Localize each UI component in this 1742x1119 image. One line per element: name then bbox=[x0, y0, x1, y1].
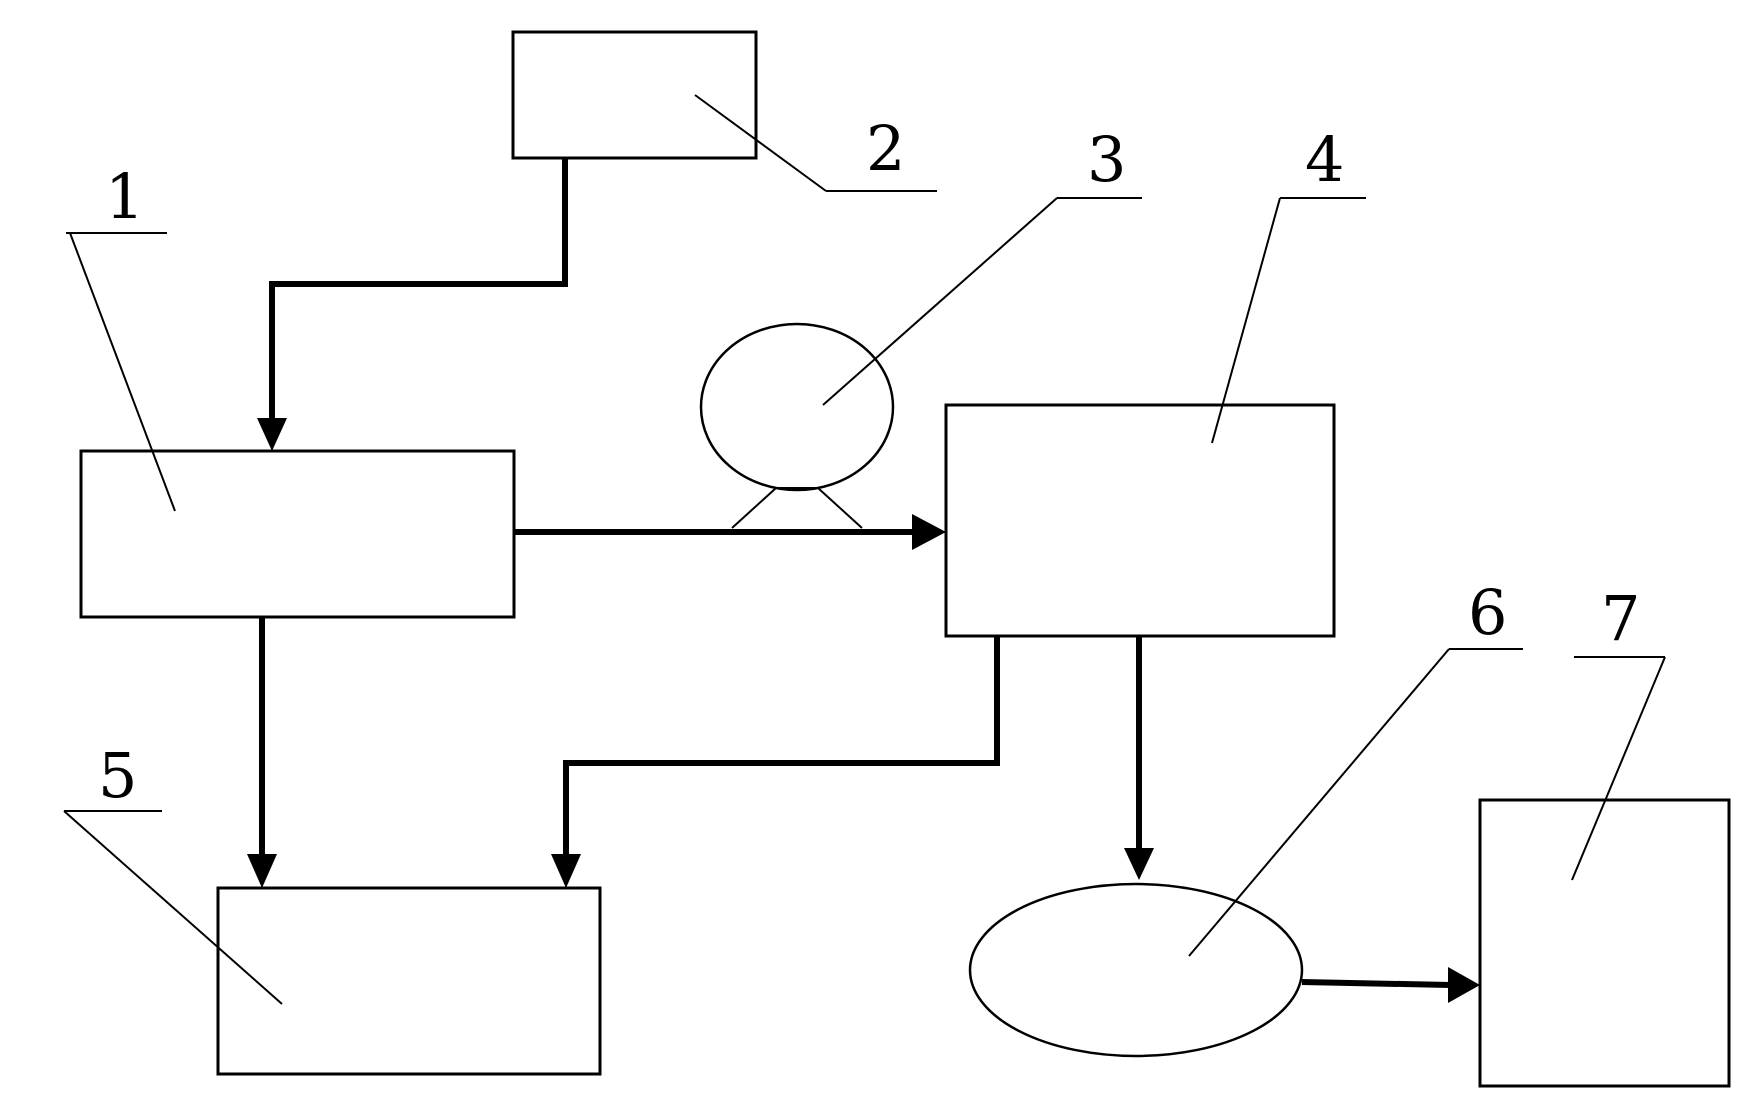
arrowhead-4-to-6 bbox=[1124, 848, 1154, 880]
component-2-box bbox=[511, 30, 758, 160]
component-6-ellipse bbox=[968, 882, 1304, 1058]
label-3: 3 bbox=[1087, 123, 1126, 196]
label-4: 4 bbox=[1305, 123, 1344, 196]
label-6: 6 bbox=[1468, 576, 1507, 649]
component-4-box bbox=[944, 403, 1336, 638]
leader-1 bbox=[66, 232, 176, 512]
flow-4-to-5 bbox=[563, 636, 1000, 858]
component-3-circle bbox=[699, 322, 895, 492]
flow-2-to-1 bbox=[269, 158, 568, 422]
component-5-box bbox=[216, 886, 602, 1076]
label-1: 1 bbox=[105, 160, 144, 233]
leader-2 bbox=[694, 94, 937, 192]
component-1-box bbox=[79, 449, 516, 619]
component-3-device bbox=[699, 322, 895, 529]
arrowhead-6-to-7 bbox=[1448, 967, 1480, 1003]
leader-5 bbox=[63, 810, 283, 1005]
leader-6 bbox=[1188, 648, 1523, 957]
arrowhead-4-to-5 bbox=[551, 854, 581, 888]
label-5: 5 bbox=[98, 739, 137, 812]
leader-7 bbox=[1571, 656, 1666, 881]
arrowhead-1-to-4 bbox=[912, 514, 946, 550]
arrowhead-1-to-5 bbox=[247, 854, 277, 888]
label-7: 7 bbox=[1601, 582, 1640, 655]
label-2: 2 bbox=[866, 112, 905, 185]
leader-3 bbox=[822, 197, 1142, 406]
leader-4 bbox=[1211, 197, 1366, 444]
component-3-stand bbox=[731, 487, 863, 529]
arrowhead-2-to-1 bbox=[257, 418, 287, 451]
flow-6-to-7 bbox=[1301, 979, 1451, 988]
component-7-box bbox=[1478, 798, 1731, 1088]
